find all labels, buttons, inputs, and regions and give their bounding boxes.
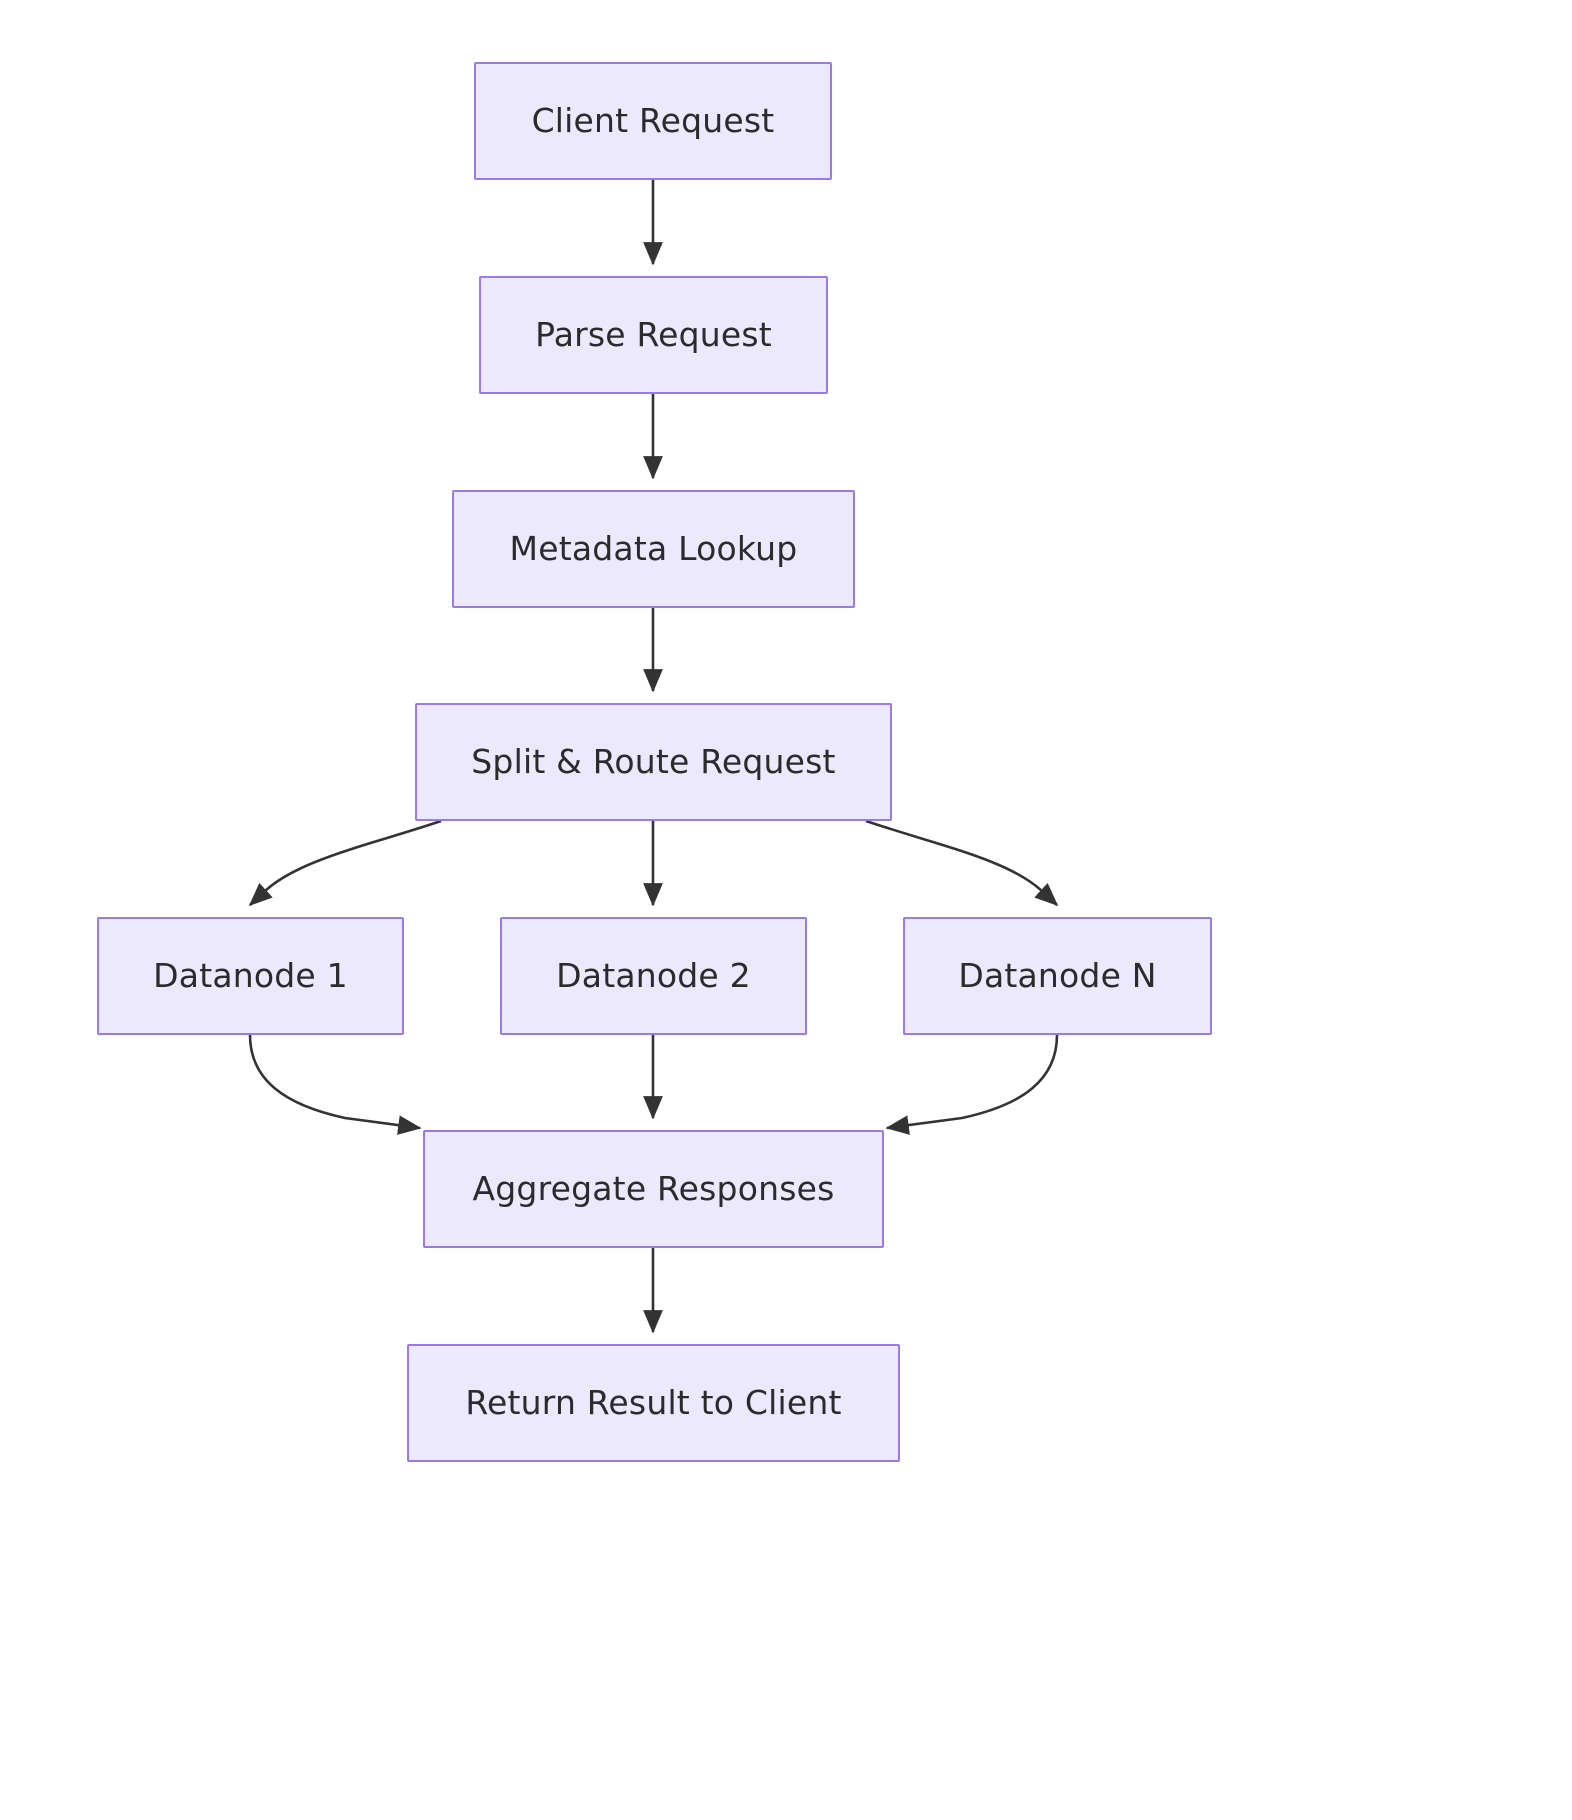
node-label: Datanode 2 [556,956,751,996]
node-datanode-1[interactable]: Datanode 1 [97,917,404,1035]
edge-datanode-n-to-aggregate [885,1034,1059,1135]
node-split-route-request[interactable]: Split & Route Request [415,703,892,821]
node-label: Metadata Lookup [509,529,798,569]
node-label: Datanode 1 [153,956,348,996]
edge-split-route-to-datanode-1 [248,819,442,907]
node-client-request[interactable]: Client Request [474,62,832,180]
node-metadata-lookup[interactable]: Metadata Lookup [452,490,855,608]
node-label: Client Request [531,101,775,141]
edge-split-route-to-datanode-n [865,819,1059,907]
node-label: Parse Request [535,315,772,355]
node-label: Aggregate Responses [472,1169,835,1209]
node-datanode-2[interactable]: Datanode 2 [500,917,807,1035]
node-aggregate-responses[interactable]: Aggregate Responses [423,1130,884,1248]
node-label: Return Result to Client [465,1383,842,1423]
node-label: Datanode N [958,956,1157,996]
node-datanode-n[interactable]: Datanode N [903,917,1212,1035]
node-parse-request[interactable]: Parse Request [479,276,828,394]
node-return-result-to-client[interactable]: Return Result to Client [407,1344,900,1462]
edge-datanode-1-to-aggregate [248,1034,422,1135]
node-label: Split & Route Request [471,742,836,782]
